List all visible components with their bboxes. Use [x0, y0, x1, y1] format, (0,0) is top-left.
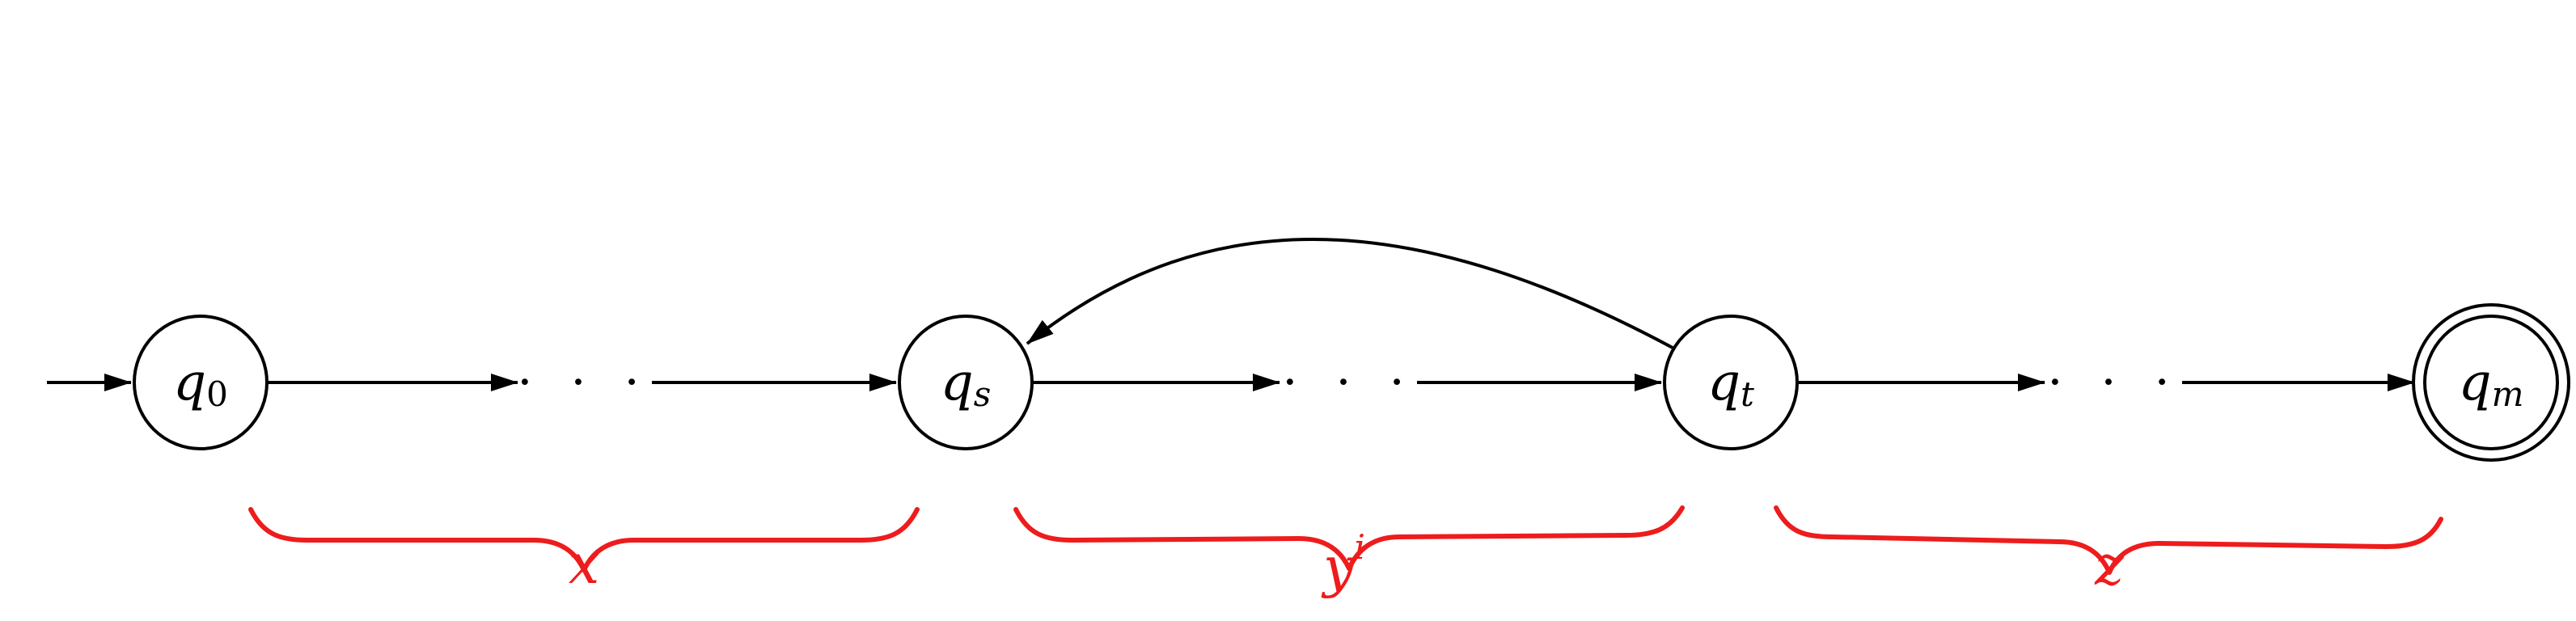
brace-y: [1013, 505, 1685, 571]
state-qm-base: q: [2459, 353, 2492, 412]
state-qm-sub: m: [2492, 374, 2524, 414]
brace-z-label: z: [2094, 534, 2125, 598]
state-qm-accepting: qm: [2412, 303, 2570, 462]
state-qt-sub: t: [1741, 374, 1754, 414]
brace-x-base: x: [569, 533, 599, 597]
svg-text:qs: qs: [941, 353, 992, 414]
state-q0: q0: [133, 315, 269, 450]
ellipsis-2: · · ·: [1282, 354, 1415, 411]
svg-text:q0: q0: [173, 353, 228, 414]
state-qt-base: q: [1707, 353, 1741, 412]
brace-x-label: x: [569, 533, 599, 597]
brace-y-base: y: [1321, 536, 1356, 600]
brace-y-sup: i: [1354, 527, 1364, 567]
state-qs: qs: [898, 315, 1034, 450]
state-qs-sub: s: [974, 374, 992, 414]
brace-z: [1774, 505, 2443, 575]
brace-x: [248, 507, 920, 572]
brace-y-label: yi: [1321, 527, 1365, 600]
state-q0-sub: 0: [206, 374, 228, 414]
loop-arrow-qt-to-qs: [1026, 238, 1673, 349]
svg-text:qm: qm: [2459, 353, 2524, 414]
brace-z-base: z: [2094, 534, 2125, 598]
svg-text:qt: qt: [1707, 353, 1754, 414]
ellipsis-3: · · ·: [2047, 354, 2181, 411]
state-q0-base: q: [173, 353, 206, 412]
state-qt: qt: [1663, 315, 1799, 450]
ellipsis-1: · · ·: [517, 354, 650, 411]
state-qs-base: q: [941, 353, 974, 412]
